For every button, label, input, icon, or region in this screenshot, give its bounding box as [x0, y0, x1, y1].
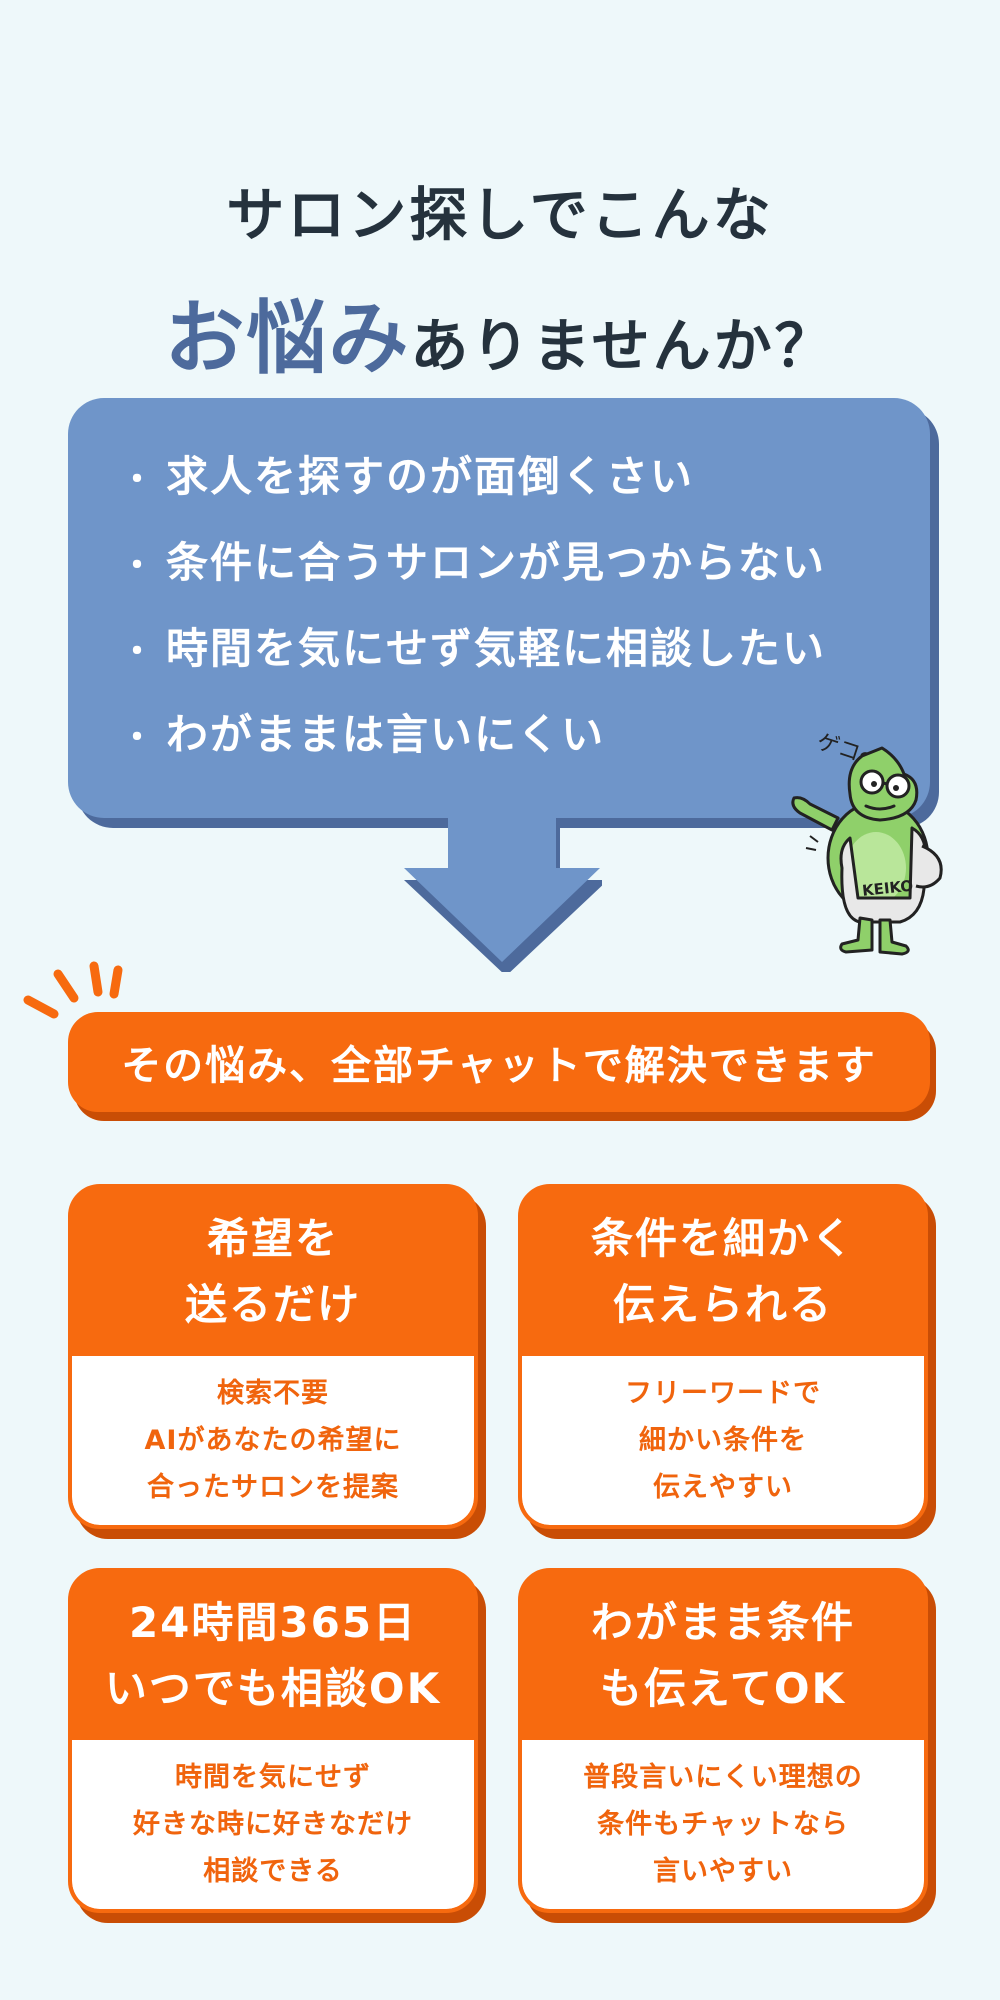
card-title: わがまま条件 も伝えてOK: [522, 1572, 924, 1740]
card-body-line: 相談できる: [203, 1856, 343, 1887]
card-body: フリーワードで 細かい条件を 伝えやすい: [522, 1356, 924, 1525]
card-body-line: AIがあなたの希望に: [144, 1425, 402, 1456]
bullet-dot: ・: [120, 546, 156, 586]
card-body-line: 合ったサロンを提案: [147, 1472, 399, 1503]
card-title: 24時間365日 いつでも相談OK: [72, 1572, 474, 1740]
card-title-line: 伝えられる: [612, 1280, 833, 1329]
spark-lines-icon: [23, 961, 123, 1019]
down-arrow-icon: [404, 812, 602, 972]
worry-text: わがままは言いにくい: [166, 710, 606, 759]
card-title: 希望を 送るだけ: [72, 1188, 474, 1356]
worry-text: 求人を探すのが面倒くさい: [166, 452, 695, 501]
headline-accent: お悩み: [164, 292, 411, 385]
worries-bubble: ・求人を探すのが面倒くさい ・条件に合うサロンが見つからない ・時間を気にせず気…: [68, 398, 930, 818]
card-title-line: 条件を細かく: [590, 1214, 855, 1263]
card-body-line: 普段言いにくい理想の: [583, 1762, 863, 1793]
worry-item: ・わがままは言いにくい: [120, 692, 826, 778]
feature-card: 24時間365日 いつでも相談OK 時間を気にせず 好きな時に好きなだけ 相談で…: [68, 1568, 478, 1913]
worry-text: 条件に合うサロンが見つからない: [166, 538, 827, 587]
card-title-line: いつでも相談OK: [104, 1664, 442, 1713]
worry-item: ・時間を気にせず気軽に相談したい: [120, 606, 826, 692]
headline-line-2-rest: ありませんか？: [410, 312, 836, 380]
card-body-line: 好きな時に好きなだけ: [133, 1809, 413, 1840]
solution-banner: その悩み、全部チャットで解決できます: [68, 1012, 930, 1112]
worry-text: 時間を気にせず気軽に相談したい: [166, 624, 827, 673]
worry-item: ・求人を探すのが面倒くさい: [120, 434, 826, 520]
card-body-line: 検索不要: [217, 1378, 329, 1409]
bullet-dot: ・: [120, 460, 156, 500]
feature-card: 希望を 送るだけ 検索不要 AIがあなたの希望に 合ったサロンを提案: [68, 1184, 478, 1529]
banner-text: その悩み、全部チャットで解決できます: [121, 1043, 877, 1089]
feature-card: わがまま条件 も伝えてOK 普段言いにくい理想の 条件もチャットなら 言いやすい: [518, 1568, 928, 1913]
card-title-line: わがまま条件: [590, 1598, 855, 1647]
card-body: 検索不要 AIがあなたの希望に 合ったサロンを提案: [72, 1356, 474, 1525]
card-title-line: 24時間365日: [128, 1598, 418, 1647]
mascot-shirt-text: KEIKO: [861, 877, 914, 900]
card-body-line: フリーワードで: [625, 1378, 821, 1409]
card-title: 条件を細かく 伝えられる: [522, 1188, 924, 1356]
headline-line-1: サロン探しでこんな: [226, 181, 774, 249]
card-body: 時間を気にせず 好きな時に好きなだけ 相談できる: [72, 1740, 474, 1909]
card-body-line: 言いやすい: [653, 1856, 793, 1887]
bullet-dot: ・: [120, 632, 156, 672]
page-headline: サロン探しでこんな お悩みありませんか？: [0, 168, 1000, 390]
card-title-line: も伝えてOK: [599, 1664, 847, 1713]
card-body-line: 時間を気にせず: [175, 1762, 371, 1793]
card-body-line: 伝えやすい: [653, 1472, 793, 1503]
card-title-line: 希望を: [206, 1214, 339, 1263]
card-body-line: 条件もチャットなら: [597, 1809, 849, 1840]
headline-line-2: お悩みありませんか？: [0, 274, 1000, 390]
feature-card: 条件を細かく 伝えられる フリーワードで 細かい条件を 伝えやすい: [518, 1184, 928, 1529]
worry-item: ・条件に合うサロンが見つからない: [120, 520, 826, 606]
worries-list: ・求人を探すのが面倒くさい ・条件に合うサロンが見つからない ・時間を気にせず気…: [120, 434, 826, 778]
bullet-dot: ・: [120, 718, 156, 758]
card-body-line: 細かい条件を: [639, 1425, 807, 1456]
card-body: 普段言いにくい理想の 条件もチャットなら 言いやすい: [522, 1740, 924, 1909]
frog-mascot-icon: ゲコ〜 KEIKO: [791, 729, 943, 956]
card-title-line: 送るだけ: [184, 1280, 361, 1329]
